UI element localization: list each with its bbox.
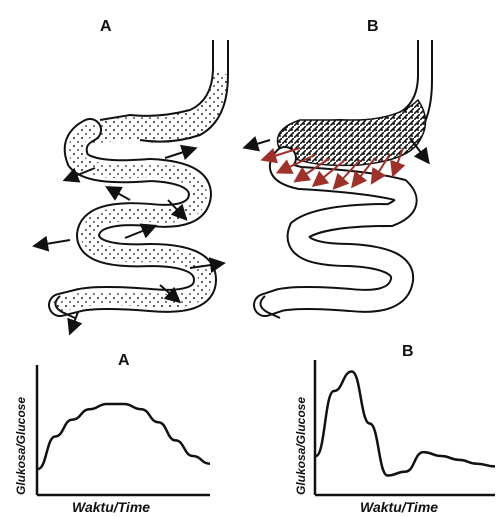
intestine-b [250, 40, 432, 318]
chart-b-line [316, 372, 495, 476]
chart-b [315, 360, 495, 495]
panel-label-bottom-a: A [118, 352, 130, 370]
chart-b-y-label: Glukosa/Glucose [294, 397, 308, 495]
panel-label-bottom-b: B [402, 343, 414, 361]
chart-a-y-label: Glukosa/Glucose [14, 397, 28, 495]
chart-a-x-label: Waktu/Time [72, 499, 150, 515]
chart-b-x-label: Waktu/Time [360, 499, 438, 515]
chart-a-line [38, 404, 210, 469]
chart-a [37, 365, 210, 495]
intestine-a [40, 40, 228, 328]
